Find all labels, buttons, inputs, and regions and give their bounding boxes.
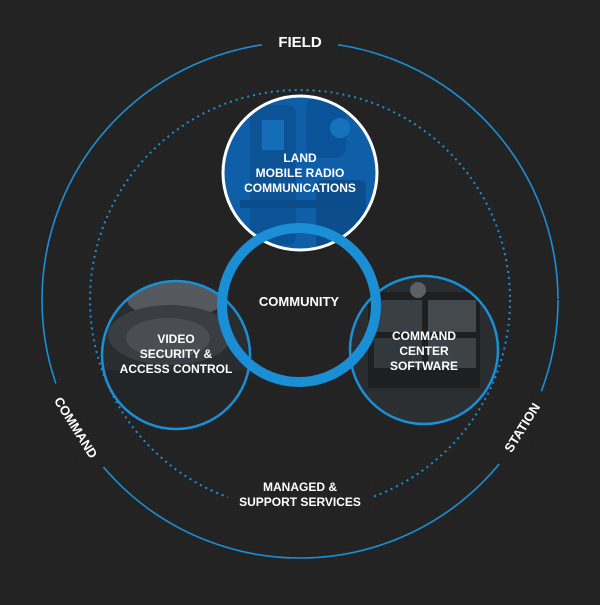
inner-ring: [89, 89, 511, 514]
node-video-security: VIDEO SECURITY & ACCESS CONTROL: [100, 279, 252, 431]
community-ring: [217, 223, 381, 387]
node-command-border: [348, 274, 500, 426]
node-video-border: [100, 279, 252, 431]
node-radio-line1: LAND: [283, 151, 317, 165]
outer-ring-gap-right: [491, 388, 557, 472]
inner-ring-gap-bottom: [228, 476, 372, 514]
node-command-line2: CENTER: [399, 344, 449, 358]
radio-photo: [240, 98, 366, 249]
node-video-line1: VIDEO: [157, 332, 194, 346]
community-hub: COMMUNITY: [217, 223, 381, 387]
managed-services-label-line2: SUPPORT SERVICES: [239, 495, 361, 509]
node-video-line3: ACCESS CONTROL: [120, 362, 233, 376]
outer-ring-gap-top: [262, 30, 338, 52]
node-land-mobile-radio: LAND MOBILE RADIO COMMUNICATIONS: [221, 94, 379, 252]
managed-services-label-line1: MANAGED &: [263, 480, 337, 494]
node-command-center: COMMAND CENTER SOFTWARE: [348, 274, 500, 426]
node-radio-border: [221, 94, 379, 252]
community-label: COMMUNITY: [259, 294, 339, 309]
node-radio-line2: MOBILE RADIO: [256, 166, 345, 180]
field-label: FIELD: [278, 34, 321, 51]
node-command-line3: SOFTWARE: [390, 359, 458, 373]
outer-ring-gap-left: [36, 382, 108, 478]
outer-ring: [36, 30, 559, 559]
camera-photo: [103, 282, 249, 428]
node-command-line1: COMMAND: [392, 329, 456, 343]
node-radio-line3: COMMUNICATIONS: [244, 181, 356, 195]
inner-ring-circle: [89, 89, 511, 511]
node-video-line2: SECURITY &: [140, 347, 213, 361]
